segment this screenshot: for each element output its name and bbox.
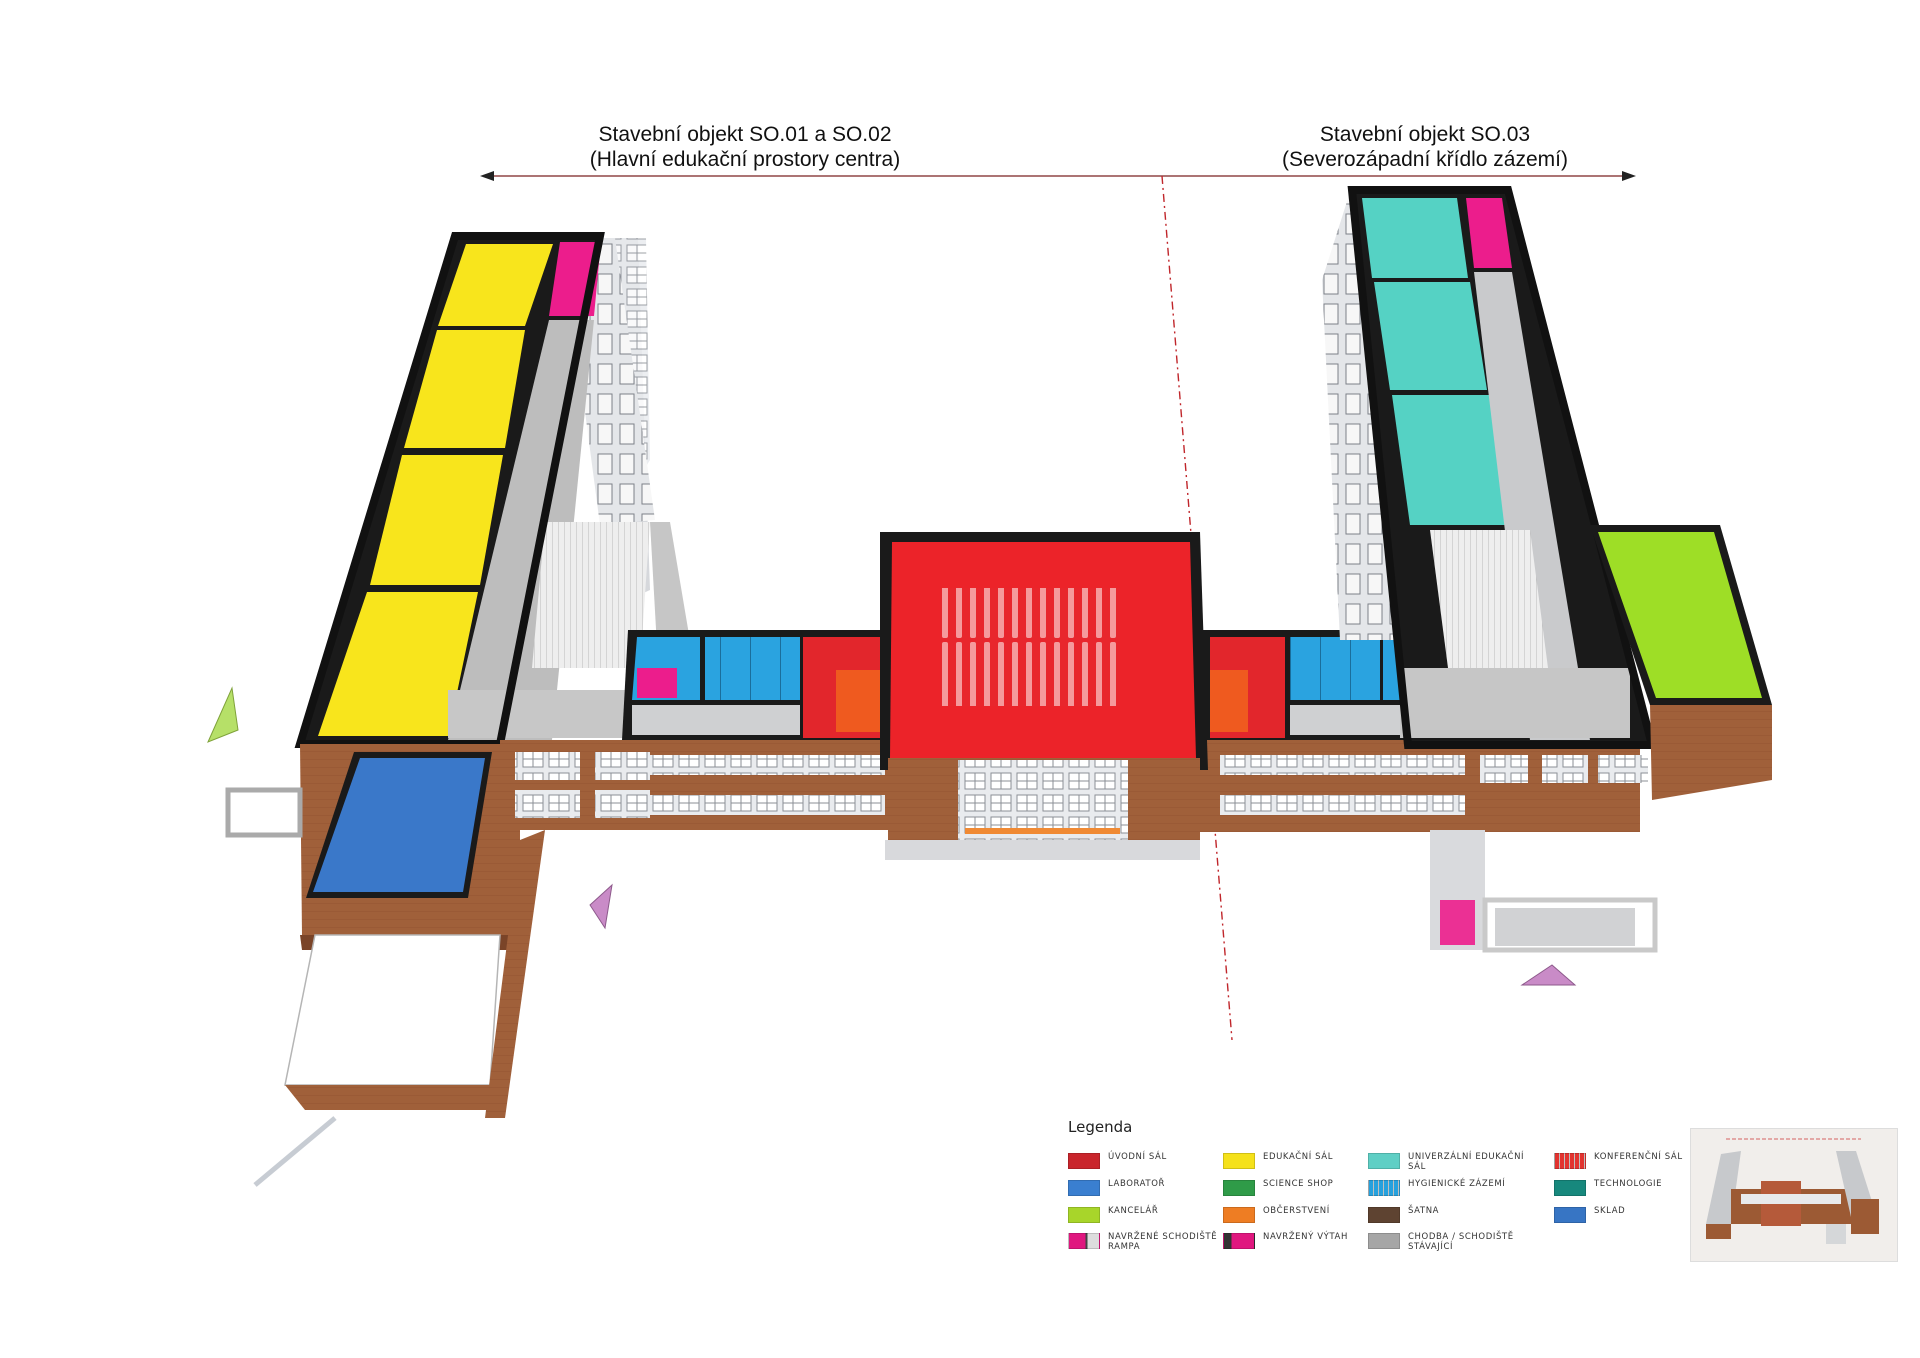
legend-label: EDUKAČNÍ SÁL bbox=[1263, 1152, 1334, 1162]
legend-swatch bbox=[1223, 1153, 1255, 1169]
legend-swatch bbox=[1223, 1207, 1255, 1223]
legend-label: HYGIENICKÉ ZÁZEMÍ bbox=[1408, 1179, 1506, 1189]
legend-label: NAVRŽENÝ VÝTAH bbox=[1263, 1232, 1348, 1242]
legend-item: NAVRŽENÉ SCHODIŠTĚ RAMPA bbox=[1068, 1230, 1238, 1256]
legend-swatch bbox=[1223, 1180, 1255, 1196]
right-wing bbox=[1322, 186, 1658, 749]
section-header-right-title: Stavební objekt SO.03 bbox=[1319, 123, 1531, 146]
legend-label: SCIENCE SHOP bbox=[1263, 1179, 1334, 1189]
legend-item: KONFERENČNÍ SÁL bbox=[1554, 1150, 1724, 1176]
office-block bbox=[1430, 525, 1772, 953]
entrance-marker-purple-right bbox=[1520, 964, 1577, 986]
legend: Legenda ÚVODNÍ SÁL EDUKAČNÍ SÁL UNIVERZÁ… bbox=[1068, 1118, 1688, 1258]
section-header-left-title: Stavební objekt SO.01 a SO.02 bbox=[598, 123, 892, 146]
section-header-left: Stavební objekt SO.01 a SO.02 (Hlavní ed… bbox=[560, 122, 930, 172]
legend-swatch bbox=[1068, 1233, 1100, 1249]
legend-label: TECHNOLOGIE bbox=[1594, 1179, 1663, 1189]
lab-block bbox=[225, 744, 545, 1187]
legend-swatch bbox=[1368, 1233, 1400, 1249]
legend-swatch bbox=[1068, 1153, 1100, 1169]
thumbnail-overview bbox=[1690, 1128, 1898, 1262]
legend-item: HYGIENICKÉ ZÁZEMÍ bbox=[1368, 1177, 1538, 1203]
legend-item: SCIENCE SHOP bbox=[1223, 1177, 1393, 1203]
legend-swatch bbox=[1368, 1207, 1400, 1223]
legend-swatch bbox=[1068, 1180, 1100, 1196]
entrance-marker-green bbox=[207, 686, 239, 743]
legend-label: SKLAD bbox=[1594, 1206, 1626, 1216]
legend-item: LABORATOŘ bbox=[1068, 1177, 1238, 1203]
legend-label: KANCELÁŘ bbox=[1108, 1206, 1159, 1216]
legend-item: SKLAD bbox=[1554, 1204, 1724, 1230]
legend-item: EDUKAČNÍ SÁL bbox=[1223, 1150, 1393, 1176]
legend-swatch bbox=[1068, 1207, 1100, 1223]
legend-item: CHODBA / SCHODIŠTĚ STÁVAJÍCÍ bbox=[1368, 1230, 1538, 1256]
legend-label: CHODBA / SCHODIŠTĚ STÁVAJÍCÍ bbox=[1408, 1232, 1514, 1252]
left-wing bbox=[294, 232, 723, 748]
legend-item: ÚVODNÍ SÁL bbox=[1068, 1150, 1238, 1176]
section-header-left-subtitle: (Hlavní edukační prostory centra) bbox=[589, 148, 901, 171]
legend-label: LABORATOŘ bbox=[1108, 1179, 1166, 1189]
legend-swatch bbox=[1223, 1233, 1255, 1249]
legend-label: ŠATNA bbox=[1408, 1206, 1440, 1216]
legend-item: KANCELÁŘ bbox=[1068, 1204, 1238, 1230]
legend-swatch bbox=[1554, 1180, 1586, 1196]
central-connectors bbox=[500, 630, 1648, 832]
thumbnail-building-icon bbox=[1706, 1138, 1879, 1244]
legend-item: UNIVERZÁLNÍ EDUKAČNÍ SÁL bbox=[1368, 1150, 1538, 1176]
legend-title: Legenda bbox=[1068, 1118, 1133, 1136]
legend-swatch bbox=[1554, 1207, 1586, 1223]
legend-label: ÚVODNÍ SÁL bbox=[1108, 1152, 1167, 1162]
legend-label: NAVRŽENÉ SCHODIŠTĚ RAMPA bbox=[1108, 1232, 1218, 1252]
legend-swatch bbox=[1368, 1153, 1400, 1169]
entrance-marker-purple-left bbox=[589, 883, 613, 930]
legend-label: UNIVERZÁLNÍ EDUKAČNÍ SÁL bbox=[1408, 1152, 1525, 1172]
section-header-right-subtitle: (Severozápadní křídlo zázemí) bbox=[1282, 148, 1568, 171]
legend-item: ŠATNA bbox=[1368, 1204, 1538, 1230]
legend-item: NAVRŽENÝ VÝTAH bbox=[1223, 1230, 1393, 1256]
legend-label: KONFERENČNÍ SÁL bbox=[1594, 1152, 1683, 1162]
central-lecture-hall bbox=[880, 532, 1208, 860]
legend-swatch bbox=[1368, 1180, 1400, 1196]
legend-item: TECHNOLOGIE bbox=[1554, 1177, 1724, 1203]
section-header-right: Stavební objekt SO.03 (Severozápadní kří… bbox=[1235, 122, 1615, 172]
legend-item: OBČERSTVENÍ bbox=[1223, 1204, 1393, 1230]
legend-label: OBČERSTVENÍ bbox=[1263, 1206, 1330, 1216]
legend-swatch bbox=[1554, 1153, 1586, 1169]
